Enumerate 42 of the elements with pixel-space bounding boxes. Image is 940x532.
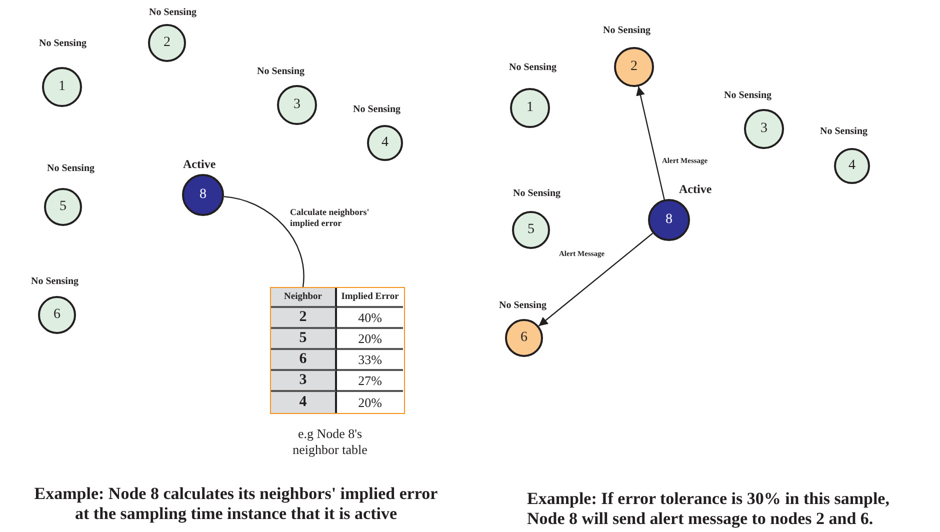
node-status-label: No Sensing [509,62,557,73]
sensor-node-circle: 5 [512,211,550,249]
node-status-label: No Sensing [513,188,561,199]
sensor-node-circle: 8 [182,174,224,216]
table-caption: e.g Node 8's neighbor table [292,426,368,458]
sensor-node-circle: 3 [277,85,317,125]
node-status-label: Active [183,157,216,172]
node-status-label: No Sensing [47,163,95,174]
node-status-label: No Sensing [149,7,197,18]
connector-line [224,196,304,288]
sensor-node-circle: 6 [38,296,76,334]
node-status-label: No Sensing [603,25,651,36]
node-status-label: No Sensing [820,126,868,137]
sensor-node-circle: 1 [42,67,82,107]
node-status-label: No Sensing [353,104,401,115]
sensor-node-circle: 1 [510,88,550,128]
arrow [636,86,665,200]
node-status-label: No Sensing [724,90,772,101]
node-status-label: Active [679,182,712,197]
sensor-node-circle: 4 [834,148,870,184]
sensor-node-circle: 3 [744,109,784,149]
example-caption: Example: If error tolerance is 30% in this sample, Node 8 will send alert message to nodes 2 and 6. [527,489,890,530]
table-cell: 5 [271,329,337,350]
sensor-node-circle: 2 [148,24,186,62]
neighbor-table [270,287,405,414]
table-cell: 6 [271,350,337,371]
table-cell: 4 [271,392,337,413]
column-header: Neighbor [271,288,337,308]
sensor-node-circle: 4 [367,125,403,161]
node-status-label: No Sensing [39,38,87,49]
sensor-node-circle: 6 [505,319,543,357]
edge-label: Calculate neighbors' implied error [290,207,370,229]
node-status-label: No Sensing [499,300,547,311]
example-caption: Example: Node 8 calculates its neighbors' implied error at the sampling time instance that it is active [33,484,439,525]
arrow [538,232,654,326]
node-status-label: No Sensing [257,66,305,77]
table-cell: 2 [271,308,337,329]
node-status-label: No Sensing [31,276,79,287]
sensor-node-circle: 8 [648,199,690,241]
table-cell: 3 [271,371,337,392]
sensor-node-circle: 2 [614,47,654,87]
sensor-node-circle: 5 [44,188,82,226]
